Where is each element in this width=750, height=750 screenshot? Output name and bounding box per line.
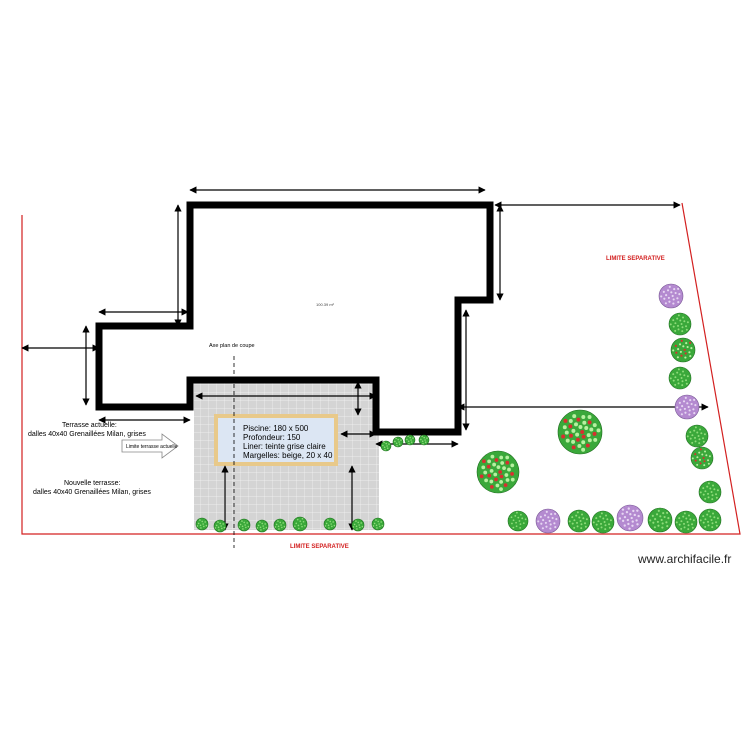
pool-size: Piscine: 180 x 500 bbox=[243, 424, 309, 433]
new-terrace-line2: dalles 40x40 Grenaillées Milan, grises bbox=[33, 489, 151, 496]
house-walls bbox=[95, 201, 494, 436]
boundary-label-top: LIMITE SEPARATIVE bbox=[606, 256, 665, 262]
existing-terrace-line2: dalles 40x40 Grenaillées Milan, grises bbox=[28, 431, 146, 438]
watermark: www.archifacile.fr bbox=[637, 552, 731, 566]
pool-depth: Profondeur: 150 bbox=[243, 433, 301, 442]
pool-liner: Liner: teinte grise claire bbox=[243, 442, 326, 451]
new-terrace-line1: Nouvelle terrasse: bbox=[64, 480, 120, 487]
dimension-lines bbox=[21, 186, 709, 531]
shrubs bbox=[195, 283, 722, 534]
terrace-limit-label: Limite terrasse actuelle bbox=[126, 444, 178, 450]
terrace-limit-arrow bbox=[121, 433, 179, 459]
section-axis-label: Axe plan de coupe bbox=[209, 343, 255, 349]
boundary-label-bottom: LIMITE SEPARATIVE bbox=[290, 544, 349, 550]
property-boundary bbox=[21, 202, 741, 535]
pool-coping: Margelles: beige, 20 x 40 bbox=[243, 451, 333, 460]
existing-terrace-line1: Terrasse actuelle: bbox=[62, 422, 117, 429]
house-area-label: 100.39 m² bbox=[316, 302, 335, 307]
pool bbox=[214, 414, 338, 466]
